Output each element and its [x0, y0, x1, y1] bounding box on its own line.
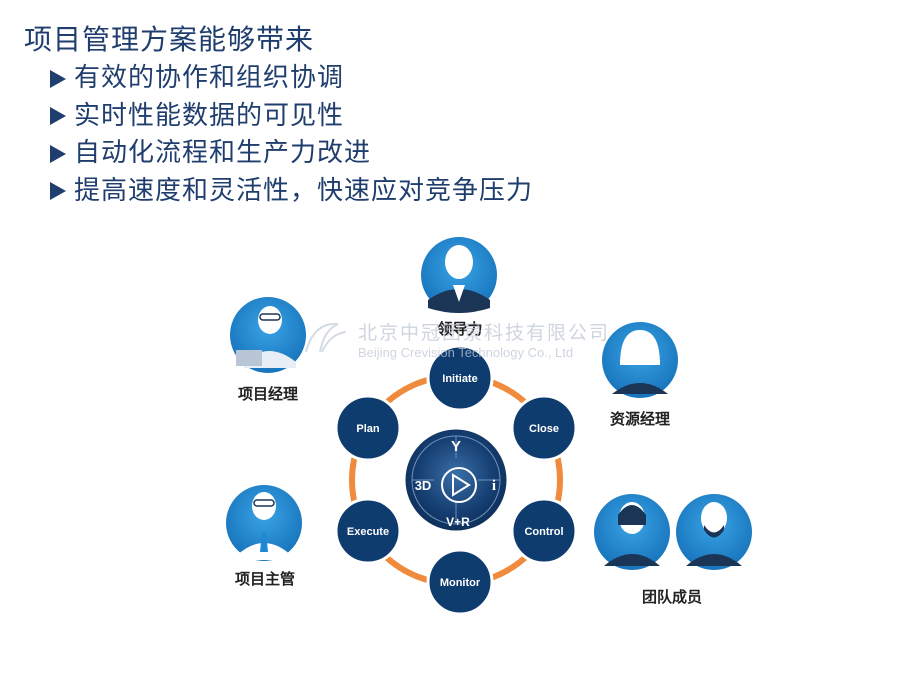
watermark-logo-icon [305, 322, 347, 353]
bullet-list: 有效的协作和组织协调 实时性能数据的可见性 自动化流程和生产力改进 提高速度和灵… [50, 60, 533, 210]
svg-text:Plan: Plan [356, 423, 380, 435]
node-initiate: Initiate [426, 344, 494, 412]
leader-avatar-icon [421, 237, 497, 313]
bullet-item: 自动化流程和生产力改进 [50, 135, 533, 173]
svg-text:Initiate: Initiate [442, 373, 477, 385]
node-monitor: Monitor [426, 548, 494, 616]
role-label-leadership: 领导力 [437, 320, 483, 338]
svg-text:Execute: Execute [347, 526, 389, 538]
watermark-company-cn: 北京中冠团景科技有限公司 [358, 322, 611, 344]
role-label-project-director: 项目主管 [234, 570, 296, 588]
project-director-avatar-icon [226, 485, 302, 561]
svg-text:Control: Control [524, 526, 563, 538]
node-plan: Plan [334, 394, 402, 462]
team-member-avatar-icon [676, 494, 752, 570]
triangle-bullet-icon [50, 107, 66, 126]
triangle-bullet-icon [50, 144, 66, 163]
node-execute: Execute [334, 497, 402, 565]
center-hub: Y 3D i V+R [402, 426, 510, 534]
role-label-team-members: 团队成员 [641, 588, 703, 606]
node-control: Control [510, 497, 578, 565]
svg-text:Monitor: Monitor [440, 577, 481, 589]
watermark: 北京中冠团景科技有限公司 Beijing Crevision Technolog… [300, 318, 610, 360]
hub-top-label: Y [451, 438, 461, 455]
role-label-project-manager: 项目经理 [237, 385, 299, 403]
triangle-bullet-icon [50, 69, 66, 88]
hub-right-label: i [492, 478, 496, 494]
triangle-bullet-icon [50, 182, 66, 201]
hub-bottom-label: V+R [446, 515, 470, 529]
svg-text:Close: Close [529, 423, 559, 435]
project-manager-avatar-icon [230, 297, 306, 373]
resource-manager-avatar-icon [602, 322, 678, 398]
hub-left-label: 3D [415, 478, 432, 493]
bullet-item: 提高速度和灵活性，快速应对竞争压力 [50, 173, 533, 211]
watermark-company-en: Beijing Crevision Technology Co., Ltd [358, 345, 574, 360]
play-button-icon [441, 467, 477, 503]
slide-title: 项目管理方案能够带来 [24, 23, 315, 56]
node-close: Close [510, 394, 578, 462]
role-label-resource-manager: 资源经理 [609, 410, 671, 428]
bullet-item: 有效的协作和组织协调 [50, 60, 533, 98]
team-member-avatar-icon [594, 494, 670, 570]
play-triangle-icon [452, 473, 471, 497]
bullet-item: 实时性能数据的可见性 [50, 98, 533, 136]
